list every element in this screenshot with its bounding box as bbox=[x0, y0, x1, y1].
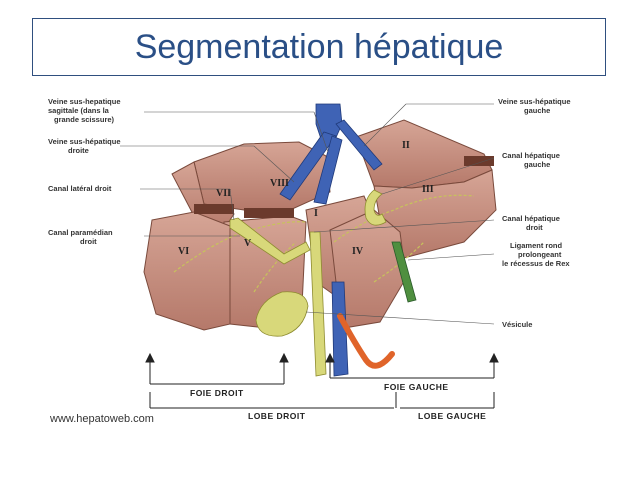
leader-lines bbox=[120, 103, 495, 325]
segment-numeral-IV: IV bbox=[352, 246, 364, 257]
portal-vein-trunk bbox=[331, 281, 349, 377]
page-title: Segmentation hépatique bbox=[134, 27, 504, 66]
segment-numeral-I: I bbox=[314, 208, 318, 219]
label-vsh-gauche-1: Veine sus-hépatique bbox=[498, 97, 571, 106]
arrow-up-1 bbox=[145, 352, 155, 363]
label-vsh-droite-2: droite bbox=[68, 146, 89, 155]
vsh-droite-vein bbox=[279, 131, 337, 201]
label-canal-hep-droit-1: Canal hépatique bbox=[502, 214, 560, 223]
ligament-rond-shape bbox=[391, 241, 417, 303]
leader-vsh-gauche-tip bbox=[363, 103, 407, 147]
vsh-gauche-vein bbox=[335, 119, 383, 171]
segment-VI-shape bbox=[143, 211, 231, 331]
bile-duct-paramedian bbox=[253, 241, 297, 293]
axis-label-foie-gauche: FOIE GAUCHE bbox=[384, 382, 449, 392]
label-canal-hep-gauche-1: Canal hépatique bbox=[502, 151, 560, 160]
segment-numeral-VI: VI bbox=[178, 246, 189, 257]
axis-label-foie-droit: FOIE DROIT bbox=[190, 388, 244, 398]
label-vesicule: Vésicule bbox=[502, 320, 532, 329]
axis-label-lobe-droit: LOBE DROIT bbox=[248, 411, 306, 421]
segment-numeral-V: V bbox=[244, 238, 252, 249]
extent-axes bbox=[145, 352, 499, 409]
leader-ligament-rond bbox=[407, 253, 495, 261]
leader-vsh-droite-tip bbox=[253, 145, 295, 183]
vsh-sagittale-vein bbox=[313, 135, 343, 205]
label-vsh-sagittale-1: Veine sus-hepatique bbox=[48, 97, 121, 106]
label-ligament-rond-1: Ligament rond bbox=[510, 241, 563, 250]
axis-label-lobe-gauche: LOBE GAUCHE bbox=[418, 411, 486, 421]
arrow-up-3 bbox=[325, 352, 335, 363]
leader-canal-hepatique-droit bbox=[313, 219, 495, 233]
leader-vesicule bbox=[305, 311, 495, 325]
label-canal-hep-droit-2: droit bbox=[526, 223, 543, 232]
arrow-up-2 bbox=[279, 352, 289, 363]
canal-hepatique-gauche-shape bbox=[364, 189, 387, 226]
scissure-band-right bbox=[194, 204, 234, 214]
scissure-bands bbox=[194, 156, 494, 218]
label-vsh-sagittale-2: sagittale (dans la bbox=[48, 106, 110, 115]
leader-canal-lateral-tip bbox=[229, 188, 235, 221]
watermark-text: www.hepatoweb.com bbox=[49, 413, 154, 425]
arrow-up-4 bbox=[489, 352, 499, 363]
label-canal-paramedian-1: Canal paramédian bbox=[48, 228, 113, 237]
hepatic-veins bbox=[279, 103, 383, 377]
label-vsh-sagittale-3: grande scissure) bbox=[54, 115, 115, 124]
right-labels: Veine sus-hépatique gauche Canal hépatiq… bbox=[498, 97, 571, 329]
label-vsh-droite-1: Veine sus-hépatique bbox=[48, 137, 121, 146]
segment-numeral-II: II bbox=[402, 140, 410, 151]
label-canal-lateral-droit: Canal latéral droit bbox=[48, 184, 112, 193]
hepatic-artery-shape bbox=[337, 313, 395, 369]
liver-diagram: I II III IV V VI VII VIII Veine sus-hepa… bbox=[44, 92, 590, 428]
scissure-band-middle bbox=[244, 208, 294, 218]
segment-numerals: I II III IV V VI VII VIII bbox=[178, 140, 434, 257]
main-bile-ducts bbox=[229, 189, 387, 377]
leader-canal-hepatique-gauche bbox=[381, 157, 495, 195]
liver-diagram-svg: I II III IV V VI VII VIII Veine sus-hepa… bbox=[44, 92, 590, 428]
title-box: Segmentation hépatique bbox=[32, 18, 606, 76]
segment-numeral-VII: VII bbox=[216, 188, 231, 199]
segment-numeral-III: III bbox=[422, 184, 434, 195]
left-labels: Veine sus-hepatique sagittale (dans la g… bbox=[48, 97, 121, 246]
label-ligament-rond-2: prolongeant bbox=[518, 250, 562, 259]
label-vsh-gauche-2: gauche bbox=[524, 106, 550, 115]
canal-lateral-droit-shape bbox=[229, 217, 311, 265]
label-ligament-rond-3: le récessus de Rex bbox=[502, 259, 570, 268]
leader-vsh-sagittale-tip bbox=[313, 111, 329, 153]
scissure-band-left bbox=[464, 156, 494, 166]
gallbladder-shape bbox=[255, 291, 309, 337]
liver-segments bbox=[143, 119, 497, 331]
label-canal-paramedian-2: droit bbox=[80, 237, 97, 246]
label-canal-hep-gauche-2: gauche bbox=[524, 160, 550, 169]
segment-numeral-VIII: VIII bbox=[270, 178, 289, 189]
bile-duct-segment-III bbox=[373, 241, 425, 283]
